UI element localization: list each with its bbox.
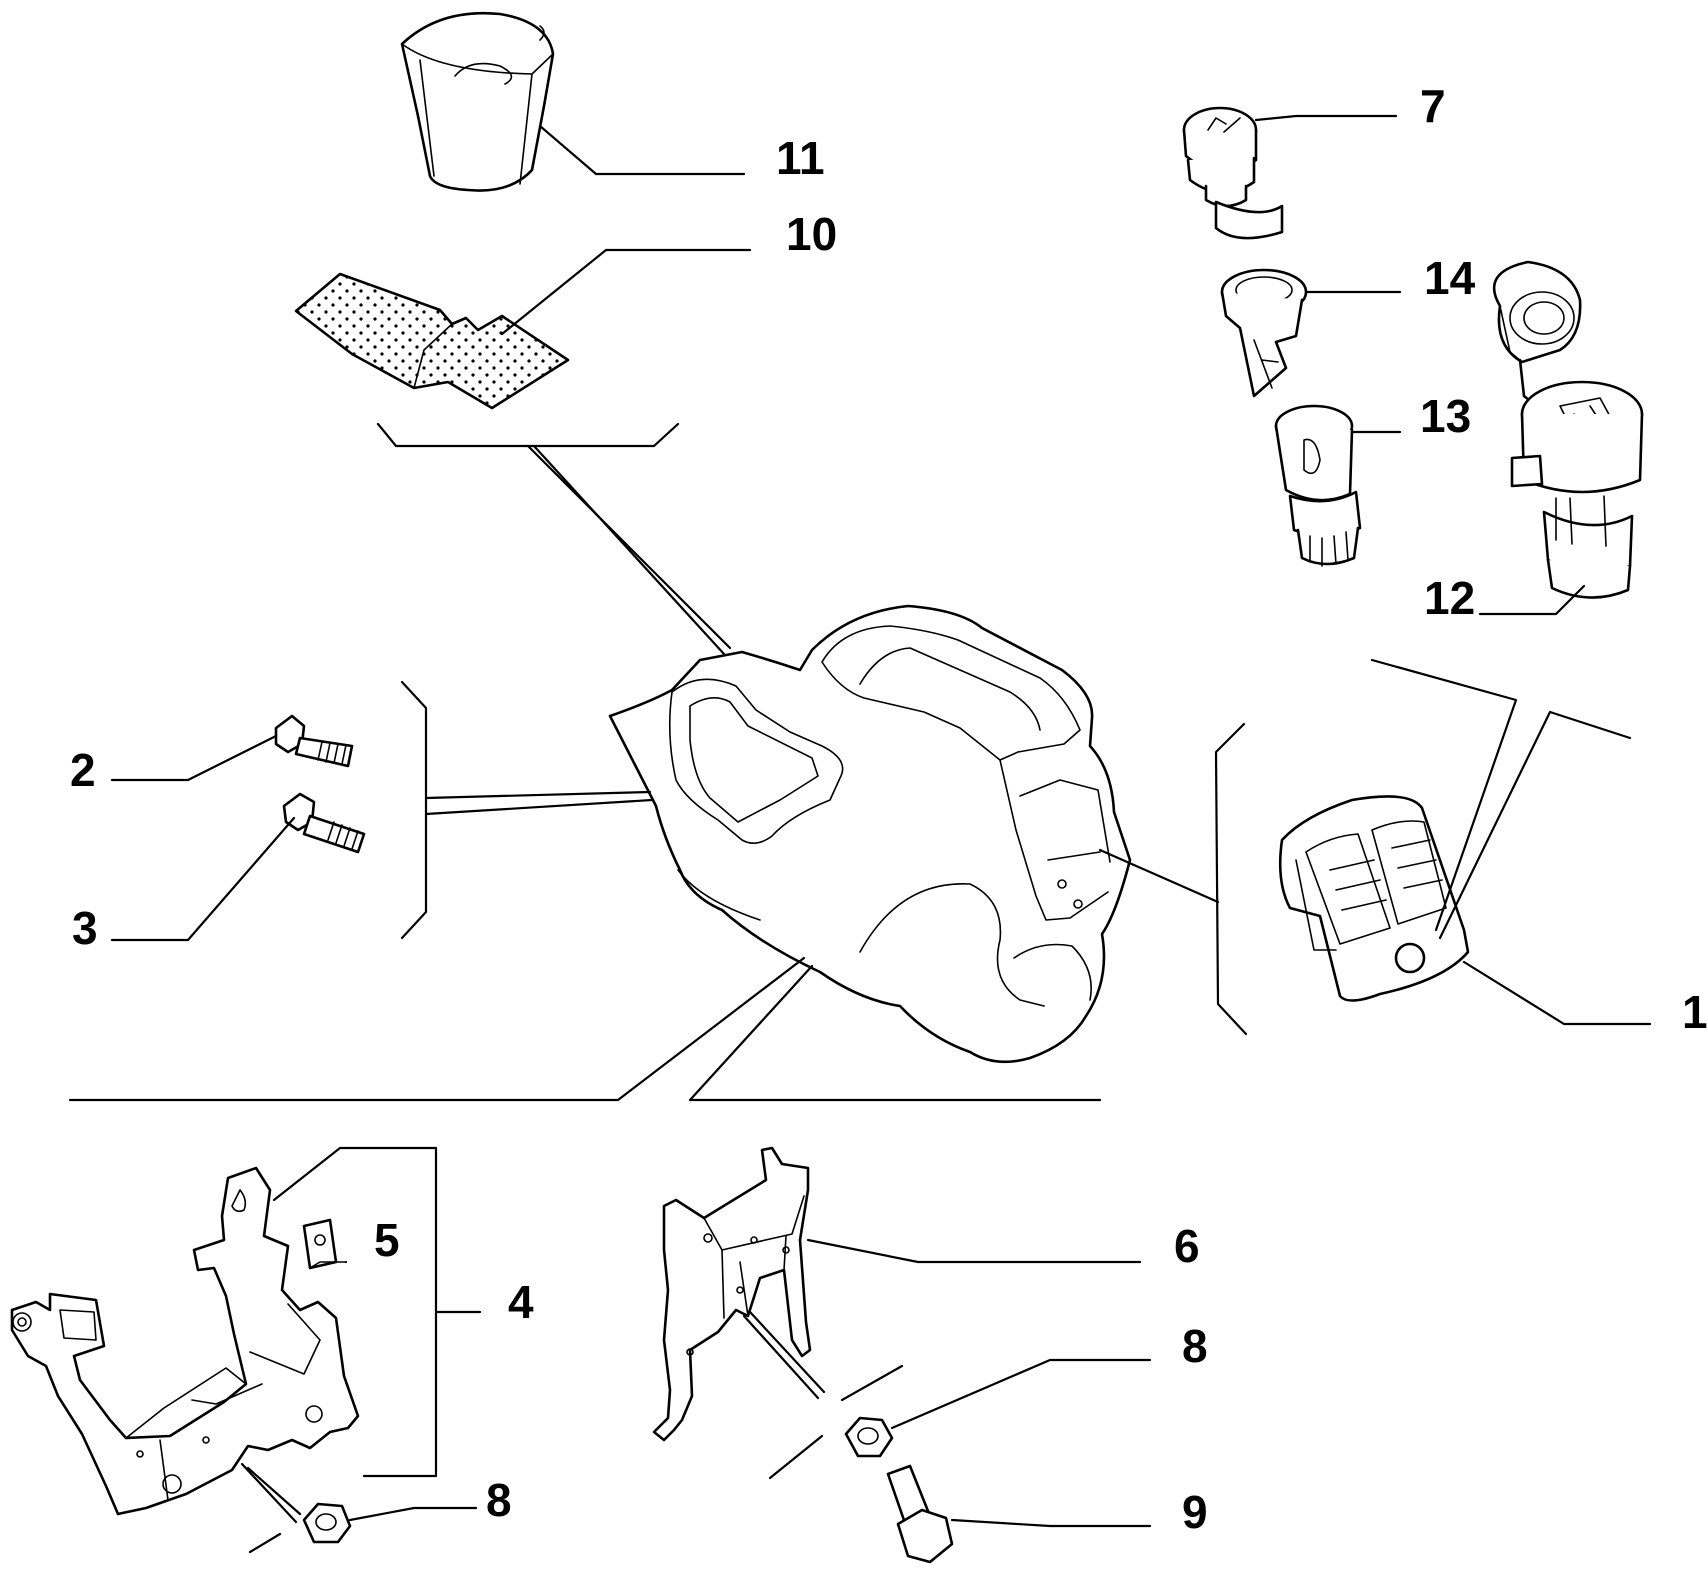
- callout-11: 11: [776, 132, 825, 184]
- part-13-socket-body: [1274, 404, 1362, 567]
- part-10-mat: [294, 272, 570, 410]
- part-3-bolt: [282, 792, 366, 854]
- part-7-lighter-plug: [1182, 106, 1284, 240]
- part-9-bolt: [886, 1464, 954, 1564]
- callout-8-left: 8: [486, 1474, 512, 1526]
- callout-9: 9: [1182, 1486, 1208, 1538]
- callout-12: 12: [1424, 572, 1475, 624]
- callout-14: 14: [1424, 252, 1476, 304]
- callout-2: 2: [70, 744, 96, 796]
- callout-6: 6: [1174, 1220, 1200, 1272]
- part-1-vent-panel: [1278, 795, 1470, 1002]
- part-11-cup: [400, 11, 555, 192]
- callout-3: 3: [72, 902, 98, 954]
- callout-8-right: 8: [1182, 1320, 1208, 1372]
- callout-7: 7: [1420, 80, 1446, 132]
- part-14-socket-sleeve: [1220, 268, 1308, 398]
- callout-13: 13: [1420, 390, 1471, 442]
- part-2-bolt: [274, 714, 354, 768]
- part-12-socket-assembly: [1492, 260, 1644, 599]
- callout-1: 1: [1682, 986, 1708, 1038]
- part-8-nut-left: [302, 1502, 352, 1544]
- part-4-bracket: [10, 1166, 360, 1516]
- callout-4: 4: [508, 1276, 534, 1328]
- part-8-nut-right: [844, 1416, 894, 1458]
- part-6-bracket: [652, 1146, 812, 1442]
- center-console: [608, 604, 1132, 1064]
- leader-lines: [68, 114, 1652, 1554]
- part-5-clip: [302, 1218, 347, 1270]
- callout-5: 5: [374, 1214, 400, 1266]
- callout-labels: 1 2 3 4 5 6 7 8 8 9 10 11 12 13 14: [70, 80, 1708, 1538]
- callout-10: 10: [786, 208, 837, 260]
